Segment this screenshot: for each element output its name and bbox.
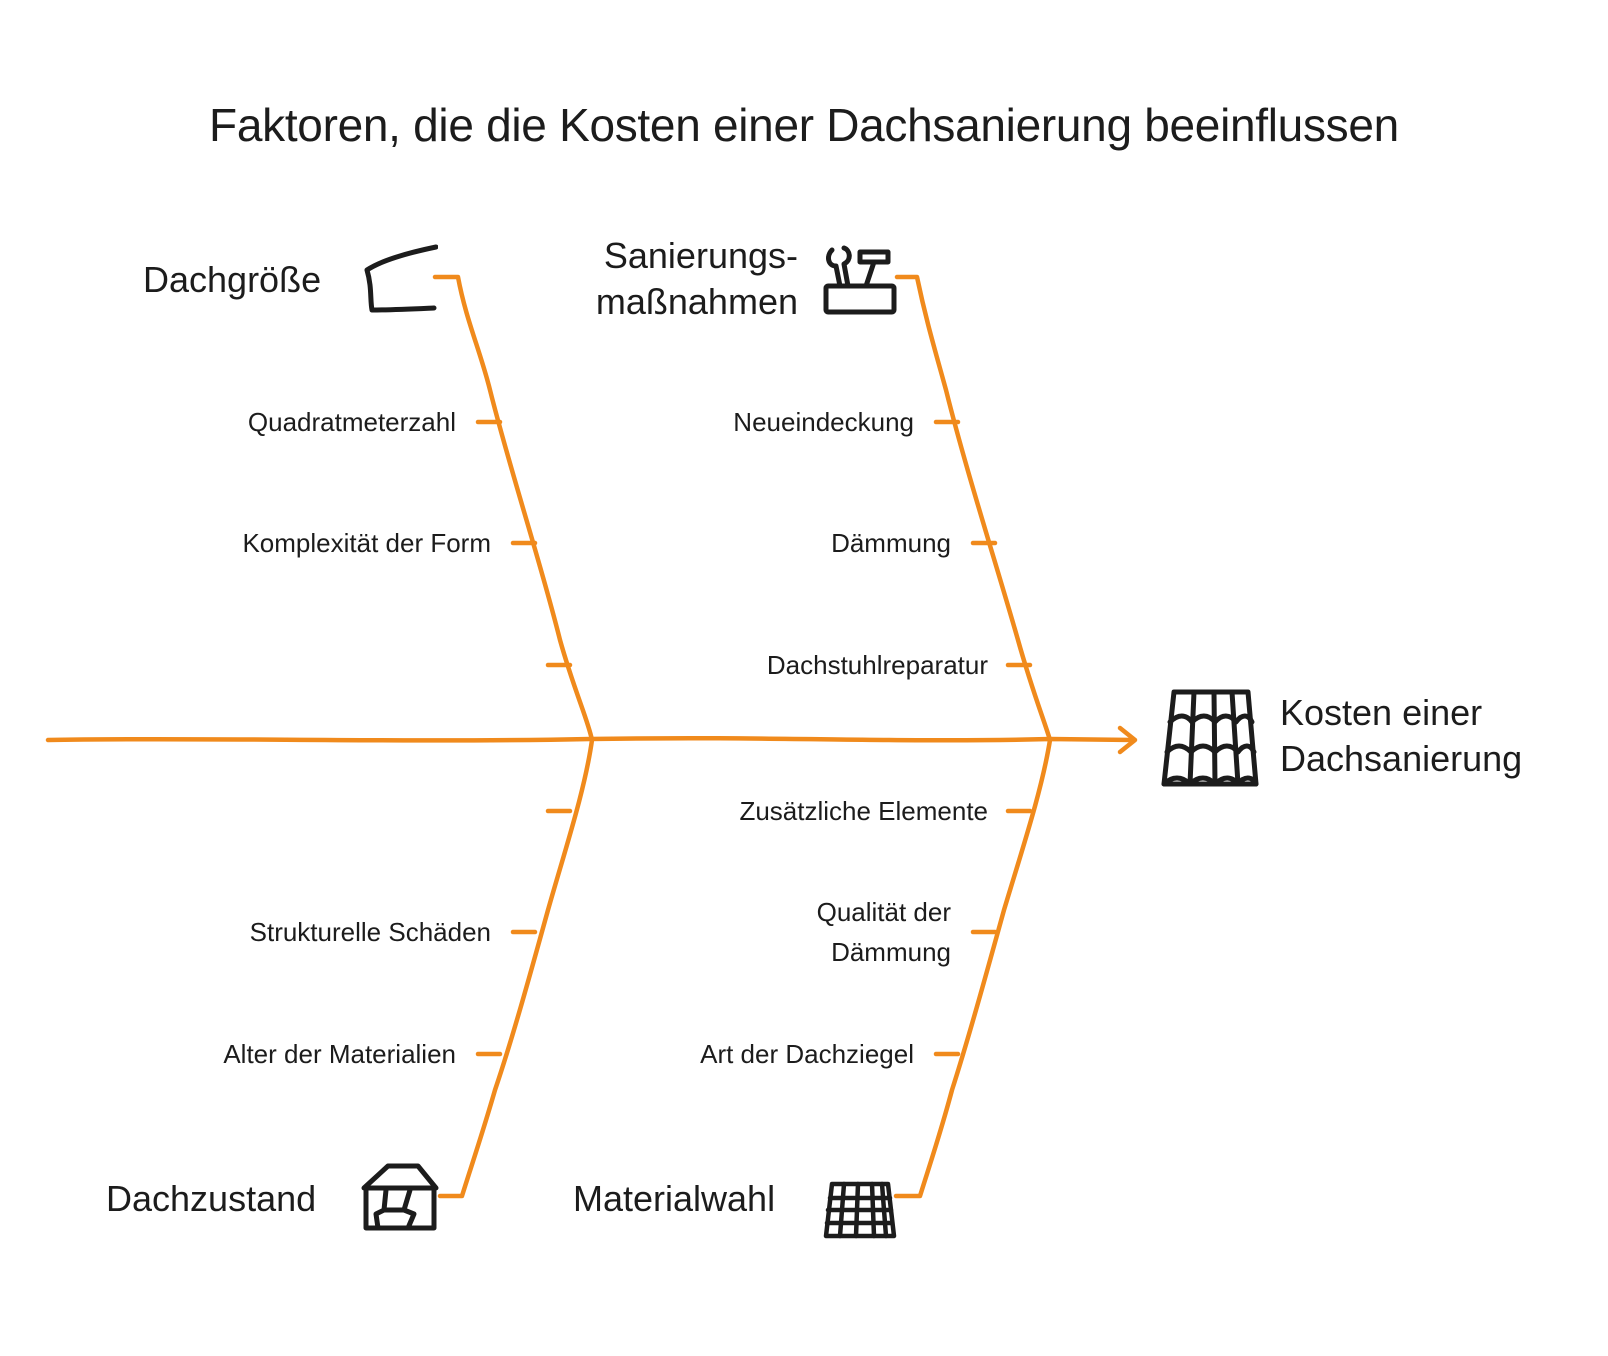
cause-art-dachziegel: Art der Dachziegel (700, 1039, 914, 1069)
bone-dachgroesse (432, 274, 595, 743)
cause-qualitaet-line2: Dämmung (831, 937, 951, 967)
bone-materialwahl (893, 737, 1053, 1199)
category-dachgroesse: Dachgröße (143, 259, 322, 300)
roof-outline-icon (364, 244, 438, 313)
effect-line2: Dachsanierung (1280, 738, 1523, 779)
spine-arrowhead (1117, 725, 1138, 755)
category-sanierung-line1: Sanierungs- (603, 235, 798, 276)
cause-zusaetzliche-elemente: Zusätzliche Elemente (739, 796, 988, 826)
cause-alter-materialien: Alter der Materialien (223, 1039, 456, 1069)
cause-dachstuhlreparatur: Dachstuhlreparatur (766, 650, 988, 680)
category-materialwahl: Materialwahl (573, 1178, 776, 1219)
bone-dachzustand (437, 737, 595, 1199)
cause-daemmung: Dämmung (831, 528, 951, 558)
effect-line1: Kosten einer (1280, 692, 1483, 733)
cause-qualitaet-line1: Qualität der (816, 897, 951, 927)
roof-tiles-icon (1161, 689, 1259, 787)
cause-qualitaet-daemmung: Qualität der Dämmung (817, 892, 951, 972)
diagram-title: Faktoren, die die Kosten einer Dachsanie… (209, 99, 1399, 151)
category-sanierung: Sanierungs- maßnahmen (560, 233, 798, 325)
cause-quadratmeterzahl: Quadratmeterzahl (247, 407, 456, 437)
effect-label: Kosten einer Dachsanierung (1280, 690, 1522, 782)
tile-grid-icon (823, 1181, 897, 1239)
cause-neueindeckung: Neueindeckung (733, 407, 914, 437)
cause-komplexitaet: Komplexität der Form (242, 528, 491, 558)
toolbox-icon (823, 245, 897, 315)
damaged-house-icon (361, 1163, 439, 1231)
category-sanierung-line2: maßnahmen (595, 281, 798, 322)
cause-strukturelle-schaeden: Strukturelle Schäden (249, 917, 491, 947)
category-dachzustand: Dachzustand (106, 1178, 317, 1219)
bone-sanierung (894, 274, 1053, 743)
